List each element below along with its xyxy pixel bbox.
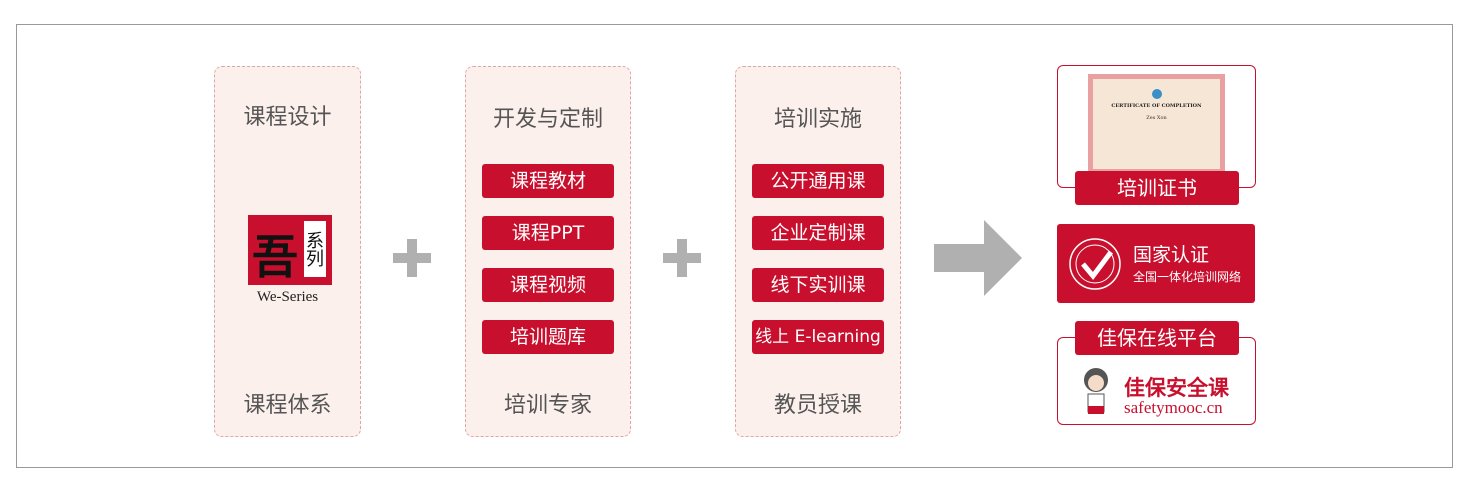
platform-box: 佳保安全课 safetymooc.cn [1057,337,1256,425]
panel-footer: 培训专家 [503,393,592,418]
plus-icon [393,239,431,277]
panel-title: 培训实施 [773,107,862,132]
panel-development: 开发与定制 课程教材 课程PPT 课程视频 培训题库 培训专家 [465,66,631,437]
item-video: 课程视频 [482,268,614,302]
platform-brand: 佳保安全课 [1124,375,1229,400]
arrow-right-icon [934,220,1022,296]
panel-title: 课程设计 [243,105,332,130]
panel-implementation: 培训实施 公开通用课 企业定制课 线下实训课 线上 E-learning 教员授… [735,66,901,437]
panel-course-design: 课程设计 吾 系列 We-Series 课程体系 [214,66,361,437]
platform-label: 佳保在线平台 [1075,321,1239,355]
panel-footer: 课程体系 [243,393,332,418]
item-elearning: 线上 E-learning [752,320,884,354]
certificate-box: CERTIFICATE OF COMPLETION Zes Xon [1057,65,1256,188]
plus-icon [663,239,701,277]
national-title: 国家认证 [1133,244,1210,266]
item-custom-course: 企业定制课 [752,216,884,250]
diagram-frame [16,24,1453,468]
item-public-course: 公开通用课 [752,164,884,198]
item-ppt: 课程PPT [482,216,614,250]
platform-url: safetymooc.cn [1124,398,1223,417]
item-offline-course: 线下实训课 [752,268,884,302]
logo-caption: We-Series [256,289,319,305]
mascot-girl-icon [1084,368,1108,414]
item-textbook: 课程教材 [482,164,614,198]
item-question-bank: 培训题库 [482,320,614,354]
panel-title: 开发与定制 [492,107,603,132]
we-series-logo: 吾 系列 [246,213,334,287]
national-subtitle: 全国一体化培训网络 [1133,270,1242,284]
certificate-label: 培训证书 [1075,171,1239,205]
national-certification-box: 国家认证 全国一体化培训网络 [1057,224,1255,303]
certificate-image: CERTIFICATE OF COMPLETION Zes Xon [1088,74,1225,174]
panel-footer: 教员授课 [773,393,862,418]
check-badge-icon [1069,238,1121,290]
